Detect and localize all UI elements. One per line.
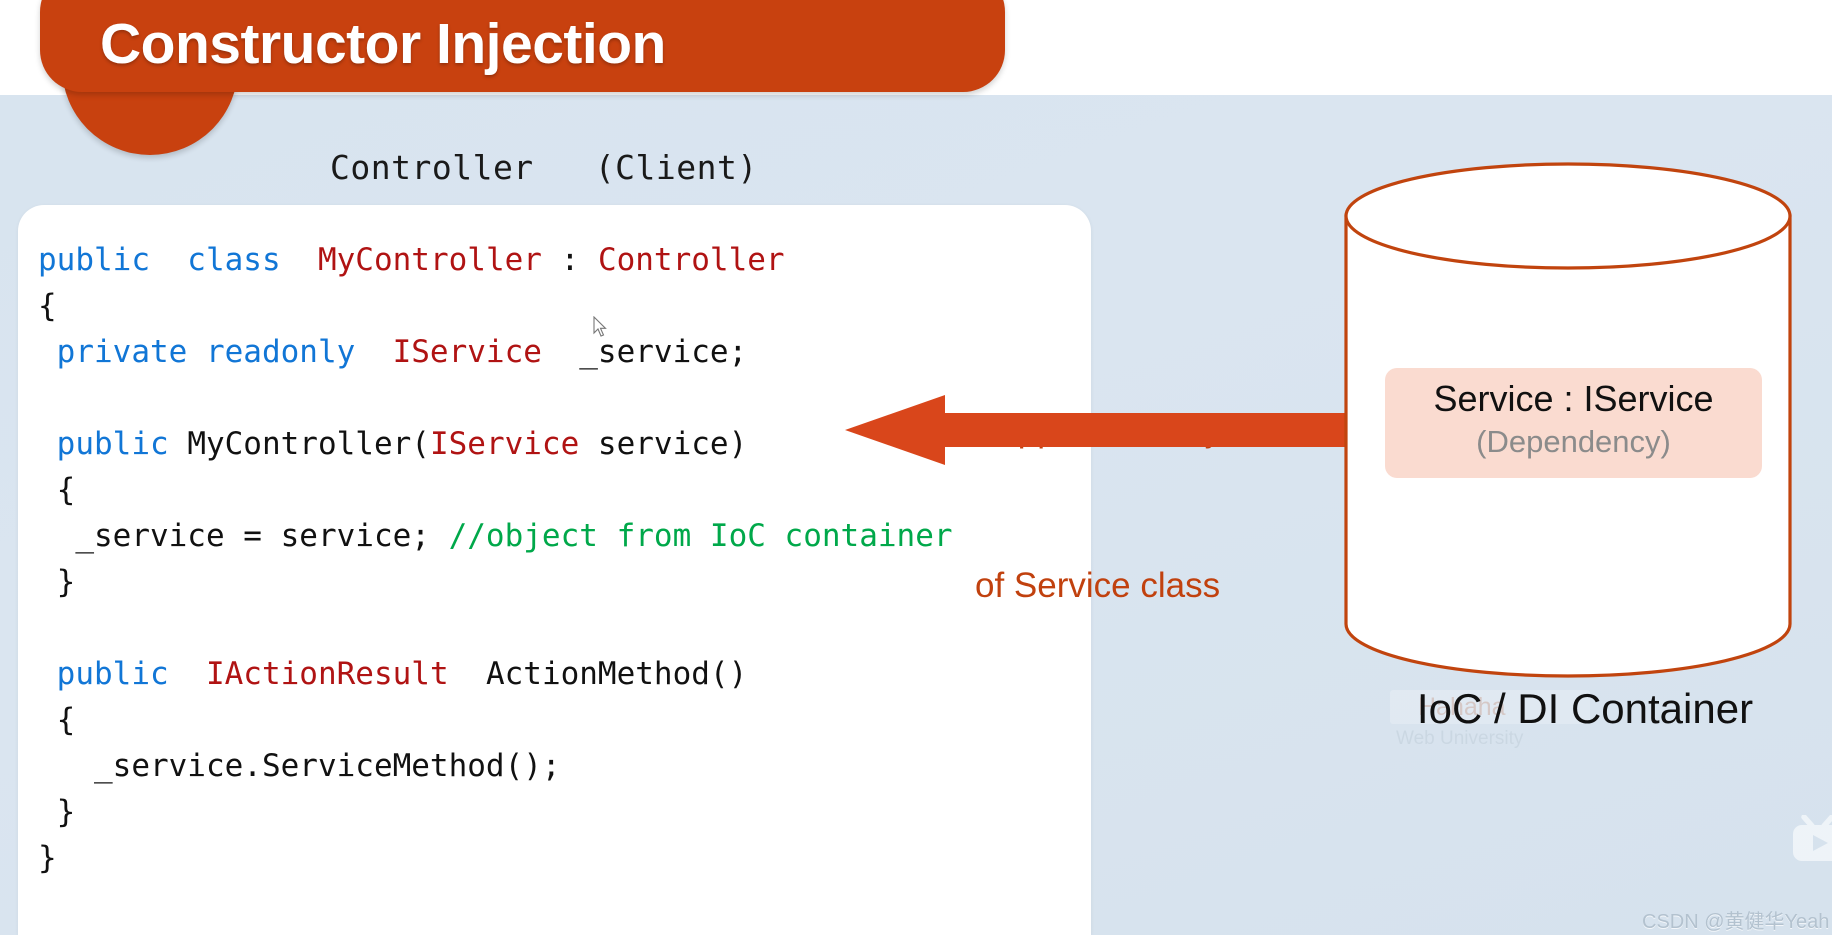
code-token: public xyxy=(38,426,169,462)
supplies-arrow-icon xyxy=(845,395,1385,465)
code-token xyxy=(38,380,57,416)
code-token: MyController xyxy=(317,242,542,278)
code-token: } xyxy=(38,564,76,600)
code-token: _service = service; xyxy=(38,518,449,554)
code-token: { xyxy=(38,472,76,508)
code-line xyxy=(38,605,1098,651)
tv-play-logo-icon xyxy=(1793,815,1832,861)
code-line: } xyxy=(38,789,1098,835)
annotation-line-2: of Service class xyxy=(975,566,1221,605)
code-token: service) xyxy=(579,426,748,462)
code-token: public xyxy=(38,656,206,692)
supplies-annotation: Supplies an object of Service class xyxy=(975,300,1261,716)
code-block: public class MyController : Controller{ … xyxy=(38,237,1098,881)
service-box-subtitle: (Dependency) xyxy=(1476,424,1671,459)
code-line: public IActionResult ActionMethod() xyxy=(38,651,1098,697)
code-line: private readonly IService _service; xyxy=(38,329,1098,375)
code-token: : xyxy=(541,242,598,278)
code-token: IService xyxy=(392,334,542,370)
code-token xyxy=(38,610,57,646)
code-line: _service = service; //object from IoC co… xyxy=(38,513,1098,559)
title-banner xyxy=(40,0,1005,92)
code-token: IActionResult xyxy=(205,656,449,692)
code-token: } xyxy=(38,840,57,876)
service-box-title: Service : IService xyxy=(1433,378,1714,419)
code-token: private readonly xyxy=(38,334,393,370)
csdn-watermark: CSDN @黄健华Yeah xyxy=(1642,911,1830,933)
ioc-container-label: IoC / DI Container xyxy=(1416,685,1754,732)
controller-caption: Controller (Client) xyxy=(330,148,758,187)
code-token: ActionMethod() xyxy=(448,656,748,692)
code-line: { xyxy=(38,697,1098,743)
code-token: MyController( xyxy=(168,426,430,462)
mouse-cursor-icon xyxy=(593,316,607,337)
code-token: } xyxy=(38,794,76,830)
code-token: _service; xyxy=(541,334,748,370)
code-token: Controller xyxy=(597,242,785,278)
code-token: _service.ServiceMethod(); xyxy=(38,748,561,784)
code-card xyxy=(18,205,1091,935)
code-line: public MyController(IService service) xyxy=(38,421,1098,467)
page-title: Constructor Injection xyxy=(100,12,666,76)
code-line: { xyxy=(38,467,1098,513)
code-token: IService xyxy=(429,426,580,462)
code-token: public class xyxy=(38,242,318,278)
code-token: { xyxy=(38,288,57,324)
code-token: { xyxy=(38,702,76,738)
code-line: public class MyController : Controller xyxy=(38,237,1098,283)
code-line: } xyxy=(38,559,1098,605)
code-line: } xyxy=(38,835,1098,881)
service-dependency-box: Service : IService (Dependency) xyxy=(1385,368,1762,478)
code-token: //object from IoC container xyxy=(448,518,953,554)
code-line: _service.ServiceMethod(); xyxy=(38,743,1098,789)
code-line: { xyxy=(38,283,1098,329)
